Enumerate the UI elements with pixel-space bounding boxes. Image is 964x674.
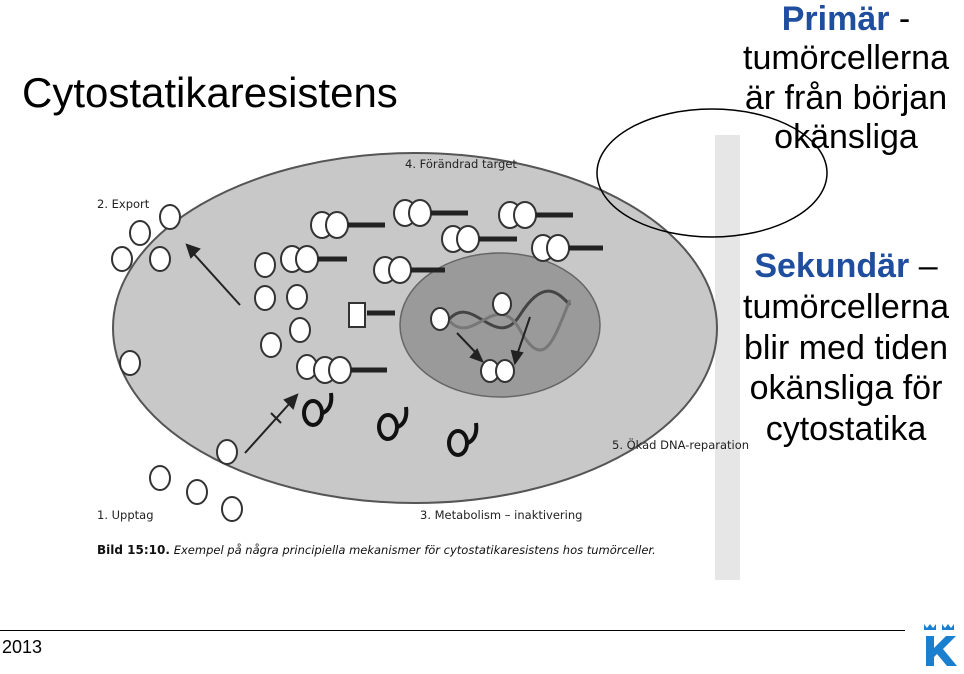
secondary-line-1: tumörcellerna bbox=[743, 287, 949, 326]
dna-helix bbox=[443, 289, 572, 352]
uptake-arrow bbox=[244, 393, 299, 454]
secondary-keyword: Sekundär bbox=[754, 247, 910, 285]
secondary-line-4: cytostatika bbox=[765, 410, 927, 449]
primary-resistance-text: Primär - tumörcellerna är från början ok… bbox=[730, 0, 962, 158]
svg-text:Bild 15:10. Exempel på någ: Bild 15:10. Exempel på några principiell… bbox=[97, 543, 656, 557]
label-uptake: 1. Upptag bbox=[97, 508, 154, 522]
caption-text: Exempel på några principiella mekanismer… bbox=[174, 543, 656, 557]
caption-number: Bild 15:10. bbox=[97, 543, 170, 557]
primary-line-1: tumörcellerna bbox=[743, 39, 949, 78]
nucleus-drug-molecules bbox=[430, 292, 515, 383]
drug-target-complexes bbox=[280, 199, 603, 384]
label-export: 2. Export bbox=[97, 197, 150, 211]
dna-repair-arrows bbox=[456, 316, 531, 366]
intracellular-drug-molecules bbox=[254, 252, 318, 380]
uptake-drug-molecules bbox=[149, 439, 243, 522]
primary-dash: - bbox=[898, 0, 911, 38]
primary-line-3: okänsliga bbox=[774, 118, 918, 157]
footer-year: 2013 bbox=[2, 637, 43, 657]
slide-title: Cytostatikaresistens bbox=[22, 69, 398, 116]
primary-keyword: Primär bbox=[781, 0, 890, 38]
footer-divider bbox=[0, 630, 905, 631]
label-target: 4. Förändrad target bbox=[405, 157, 517, 171]
secondary-dash: – bbox=[918, 247, 938, 285]
altered-target bbox=[348, 302, 395, 328]
exported-drug-molecules bbox=[111, 204, 181, 376]
label-dna-repair: 5. Ökad DNA-reparation bbox=[612, 436, 749, 452]
cell-nucleus bbox=[399, 252, 601, 398]
highlight-ellipse bbox=[596, 108, 828, 238]
crown-k-logo bbox=[924, 624, 957, 666]
metabolized-drug bbox=[302, 392, 479, 457]
scan-edge bbox=[715, 135, 740, 580]
resistance-mechanisms-figure: 4. Förändrad target 2. Export 1. Upptag … bbox=[97, 135, 749, 580]
primary-line-2: är från början bbox=[744, 78, 948, 117]
secondary-resistance-text: Sekundär – tumörcellerna blir med tiden … bbox=[728, 246, 964, 450]
secondary-line-2: blir med tiden bbox=[743, 328, 949, 367]
secondary-line-3: okänsliga för bbox=[749, 369, 943, 408]
label-metabolism: 3. Metabolism – inaktivering bbox=[420, 508, 582, 522]
export-arrow bbox=[185, 243, 241, 306]
